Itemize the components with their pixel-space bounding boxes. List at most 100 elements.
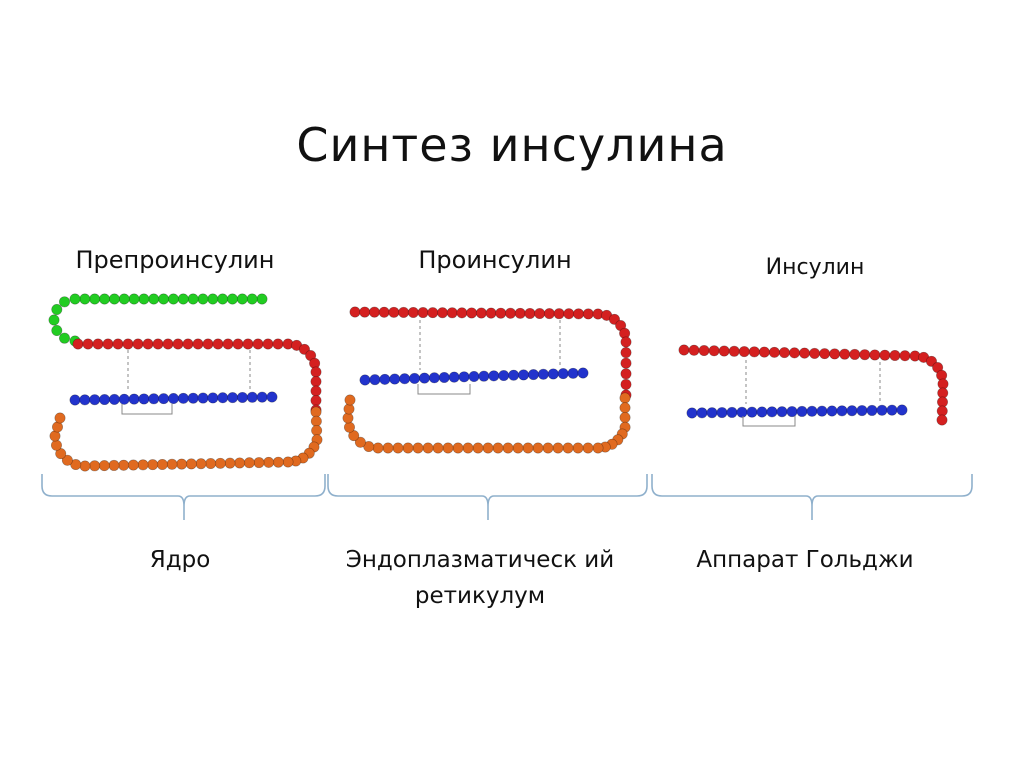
preproinsulin-molecule bbox=[48, 293, 323, 472]
residue-bead bbox=[242, 338, 254, 350]
intra-chain-disulfide-bond bbox=[417, 384, 471, 395]
residue-bead bbox=[256, 391, 268, 403]
residue-bead bbox=[475, 307, 487, 319]
residue-bead bbox=[562, 442, 574, 454]
a-chain bbox=[686, 404, 908, 419]
insulin-molecule bbox=[678, 344, 949, 427]
residue-bead bbox=[388, 306, 400, 318]
residue-bead bbox=[768, 346, 780, 358]
residue-bead bbox=[592, 442, 604, 454]
stage-brackets bbox=[41, 474, 973, 520]
residue-bead bbox=[889, 349, 901, 361]
residue-bead bbox=[826, 405, 838, 417]
residue-bead bbox=[899, 350, 911, 362]
residue-bead bbox=[72, 338, 84, 350]
residue-bead bbox=[79, 460, 91, 472]
residue-bead bbox=[310, 366, 322, 378]
residue-bead bbox=[148, 393, 160, 405]
residue-bead bbox=[89, 394, 101, 406]
residue-bead bbox=[243, 457, 255, 469]
residue-bead bbox=[478, 370, 490, 382]
residue-bead bbox=[70, 459, 82, 471]
residue-bead bbox=[816, 405, 828, 417]
residue-bead bbox=[214, 457, 226, 469]
residue-bead bbox=[263, 456, 275, 468]
residue-bead bbox=[819, 348, 831, 360]
residue-bead bbox=[310, 385, 322, 397]
residue-bead bbox=[696, 407, 708, 419]
residue-bead bbox=[809, 347, 821, 359]
residue-bead bbox=[620, 368, 632, 380]
residue-bead bbox=[708, 345, 720, 357]
residue-bead bbox=[542, 442, 554, 454]
residue-bead bbox=[620, 336, 632, 348]
residue-bead bbox=[582, 308, 594, 320]
residue-bead bbox=[472, 442, 484, 454]
residue-bead bbox=[736, 406, 748, 418]
residue-bead bbox=[197, 392, 209, 404]
residue-bead bbox=[207, 392, 219, 404]
residue-bead bbox=[272, 456, 284, 468]
residue-bead bbox=[573, 308, 585, 320]
residue-bead bbox=[58, 332, 70, 344]
residue-bead bbox=[156, 458, 168, 470]
residue-bead bbox=[262, 338, 274, 350]
residue-bead bbox=[217, 293, 229, 305]
residue-bead bbox=[456, 307, 468, 319]
residue-bead bbox=[876, 404, 888, 416]
er-location-label: Эндоплазматическ ий ретикулум bbox=[345, 547, 615, 609]
residue-bead bbox=[688, 344, 700, 356]
residue-bead bbox=[398, 306, 410, 318]
residue-bead bbox=[547, 368, 559, 380]
curly-bracket bbox=[41, 474, 326, 520]
residue-bead bbox=[582, 442, 594, 454]
residue-bead bbox=[212, 338, 224, 350]
residue-bead bbox=[349, 306, 361, 318]
residue-bead bbox=[127, 459, 139, 471]
residue-bead bbox=[118, 459, 130, 471]
residue-bead bbox=[619, 392, 631, 404]
residue-bead bbox=[879, 349, 891, 361]
b-chain bbox=[678, 344, 949, 426]
residue-bead bbox=[252, 338, 264, 350]
residue-bead bbox=[766, 406, 778, 418]
residue-bead bbox=[172, 338, 184, 350]
residue-bead bbox=[348, 430, 360, 442]
residue-bead bbox=[256, 293, 268, 305]
residue-bead bbox=[698, 345, 710, 357]
residue-bead bbox=[138, 293, 150, 305]
residue-bead bbox=[79, 293, 91, 305]
residue-bead bbox=[836, 405, 848, 417]
residue-bead bbox=[505, 307, 517, 319]
intra-chain-disulfide-bond bbox=[742, 416, 796, 427]
residue-bead bbox=[495, 307, 507, 319]
residue-bead bbox=[236, 293, 248, 305]
residue-bead bbox=[142, 338, 154, 350]
residue-bead bbox=[859, 349, 871, 361]
residue-bead bbox=[896, 404, 908, 416]
residue-bead bbox=[846, 405, 858, 417]
residue-bead bbox=[514, 307, 526, 319]
residue-bead bbox=[619, 402, 631, 414]
residue-bead bbox=[359, 374, 371, 386]
residue-bead bbox=[492, 442, 504, 454]
residue-bead bbox=[537, 368, 549, 380]
residue-bead bbox=[392, 442, 404, 454]
residue-bead bbox=[224, 457, 236, 469]
residue-bead bbox=[718, 345, 730, 357]
residue-bead bbox=[99, 293, 111, 305]
residue-bead bbox=[524, 307, 536, 319]
residue-bead bbox=[232, 338, 244, 350]
residue-bead bbox=[207, 293, 219, 305]
residue-bead bbox=[372, 442, 384, 454]
residue-bead bbox=[246, 391, 258, 403]
residue-bead bbox=[118, 393, 130, 405]
residue-bead bbox=[187, 392, 199, 404]
residue-bead bbox=[468, 370, 480, 382]
residue-bead bbox=[728, 345, 740, 357]
residue-bead bbox=[399, 373, 411, 385]
residue-bead bbox=[122, 338, 134, 350]
residue-bead bbox=[402, 442, 414, 454]
residue-bead bbox=[748, 346, 760, 358]
residue-bead bbox=[518, 369, 530, 381]
